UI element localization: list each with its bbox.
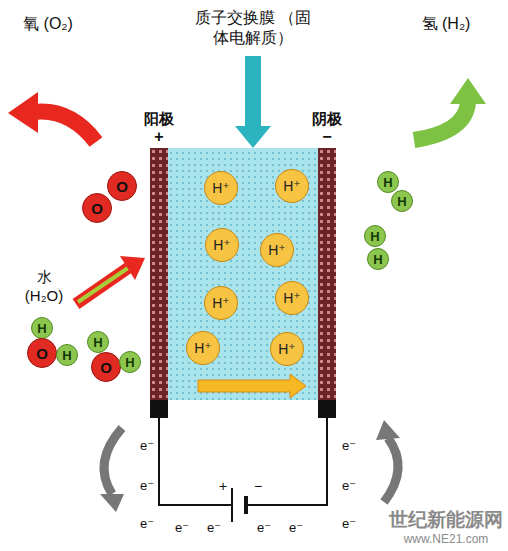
hydrogen-atom: H [119,351,141,373]
membrane-callout: 质子交换膜 （固体电解质） [195,8,312,48]
atom-label: H [93,336,102,349]
atom-label: H [370,230,379,243]
battery-polarity: − [254,478,262,496]
atom-label: O [100,360,112,375]
proton-circle: H⁺ [205,228,239,262]
atom-label: H [125,356,134,369]
electrode-label: 阳极 [144,110,174,127]
hydrogen-atom: H [31,317,53,339]
oxygen-arrow [8,92,96,142]
proton-circle: H⁺ [186,331,220,365]
proton-circle: H⁺ [275,169,309,203]
electron-label: e⁻ [207,520,221,536]
atom-label: H [397,195,406,208]
watermark: www.NE21.com [404,532,489,547]
ion-label: H⁺ [212,181,230,195]
electrode-heading: 阴极− [312,110,342,146]
proton-flow-arrow [198,374,306,398]
ion-label: H⁺ [194,341,212,355]
ion-label: H⁺ [278,342,296,356]
hydrogen-atom: H [364,225,386,247]
electrode-heading: 阳极+ [144,110,174,146]
electron-flow-arrow [376,420,400,502]
hydrogen-atom: H [56,344,78,366]
hydrogen-arrow [414,78,486,140]
hydrogen-atom: H [391,190,413,212]
proton-circle: H⁺ [270,332,304,366]
proton-circle: H⁺ [275,281,309,315]
electrode-band: 阴极− [318,148,336,400]
membrane [168,148,318,400]
water-label: 水 (H₂O) [17,268,71,306]
hydrogen-atom: H [87,331,109,353]
electron-label: e⁻ [257,520,271,536]
atom-label: H [37,322,46,335]
electron-label: e⁻ [342,516,356,532]
electron-label: e⁻ [342,478,356,494]
polarity-sign: − [312,128,342,146]
atom-label: H [62,349,71,362]
polarity-sign: + [144,128,174,146]
oxygen-atom: O [27,338,57,368]
terminal [318,400,336,418]
electron-label: e⁻ [289,520,303,536]
watermark: 世纪新能源网 [389,508,503,532]
wire [246,418,327,505]
electron-label: e⁻ [175,520,189,536]
electron-label: e⁻ [140,478,154,494]
ion-label: H⁺ [283,179,301,193]
electron-label: e⁻ [342,438,356,454]
ion-label: H⁺ [283,291,301,305]
atom-label: H [383,176,392,189]
proton-circle: H⁺ [204,286,238,320]
ion-label: H⁺ [212,296,230,310]
hydrogen-atom: H [377,171,399,193]
electrode-band: 阳极+ [150,148,168,400]
ion-label: H⁺ [213,238,231,252]
battery-polarity: + [219,478,227,496]
hydrogen-atom: H [367,248,389,270]
battery-plate [231,488,233,522]
electron-label: e⁻ [140,516,154,532]
wire [159,418,232,505]
atom-label: O [36,346,48,361]
electron-flow-arrow [100,428,124,512]
oxygen-atom: O [82,193,112,223]
electrode-label: 阴极 [312,110,342,127]
oxygen-atom: O [91,352,121,382]
pointer-arrow [235,56,271,148]
battery-plate [244,496,248,514]
electron-label: e⁻ [140,438,154,454]
hydrogen-label: 氢 (H₂) [422,14,471,34]
atom-label: H [373,253,382,266]
ion-label: H⁺ [268,243,286,257]
water-arrow [76,256,145,304]
atom-label: O [91,201,103,216]
oxygen-label: 氧 (O₂) [23,14,73,34]
atom-label: O [116,179,128,194]
oxygen-atom: O [107,171,137,201]
terminal [150,400,168,418]
proton-circle: H⁺ [204,171,238,205]
proton-circle: H⁺ [260,233,294,267]
